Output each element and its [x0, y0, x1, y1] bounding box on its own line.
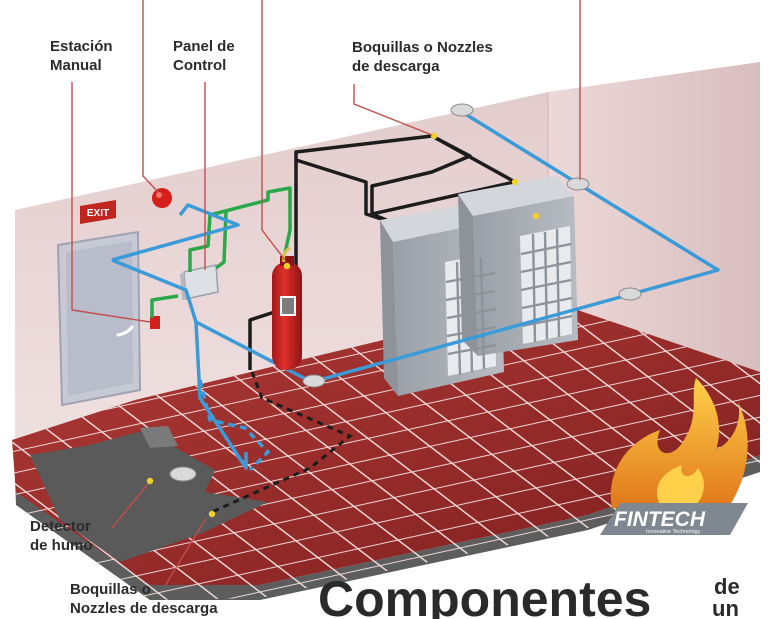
flame-icon — [610, 378, 748, 508]
alarm-bell-icon — [152, 188, 172, 208]
logo-plate — [600, 503, 748, 535]
title-small-1: de — [714, 574, 740, 599]
smoke-detector-subfloor — [169, 466, 197, 482]
title-small-2: un — [712, 596, 739, 619]
label-smoke-detector: Detector de humo — [30, 518, 93, 554]
brand-tagline: Innovative Technology — [646, 529, 701, 535]
exit-sign: EXIT — [80, 200, 116, 224]
junction-dots — [146, 132, 540, 518]
leader-lines — [71, 0, 581, 587]
label-manual-station: Estación Manual — [50, 38, 113, 74]
manual-pull-station — [150, 316, 160, 329]
ceiling-nozzle-4 — [302, 374, 326, 388]
title-main: Componentes — [318, 571, 651, 619]
subfloor-opening — [30, 428, 268, 562]
fintech-logo: FINTECH Innovative Technology — [600, 378, 748, 535]
exit-door — [56, 230, 142, 407]
ceiling-nozzle-3 — [618, 287, 642, 301]
ceiling-nozzle-1 — [450, 103, 474, 117]
exit-sign-text: EXIT — [87, 208, 109, 219]
cabinet-vents — [445, 228, 573, 376]
label-control-panel: Panel de Control — [173, 38, 235, 74]
blue-pipe-subfloor — [198, 379, 271, 472]
floor-base — [14, 455, 760, 600]
title-block: Componentes de un — [318, 571, 740, 619]
label-nozzles-bottom: Boquillas o Nozzles de descarga — [70, 581, 218, 617]
label-nozzles-top: Boquillas o Nozzles de descarga — [352, 39, 493, 75]
extinguisher-cylinder — [272, 246, 302, 370]
right-wall — [548, 62, 760, 372]
ceiling-nozzle-2 — [566, 177, 590, 191]
brand-name: FINTECH — [614, 508, 706, 531]
black-wiring-subfloor — [211, 371, 353, 514]
